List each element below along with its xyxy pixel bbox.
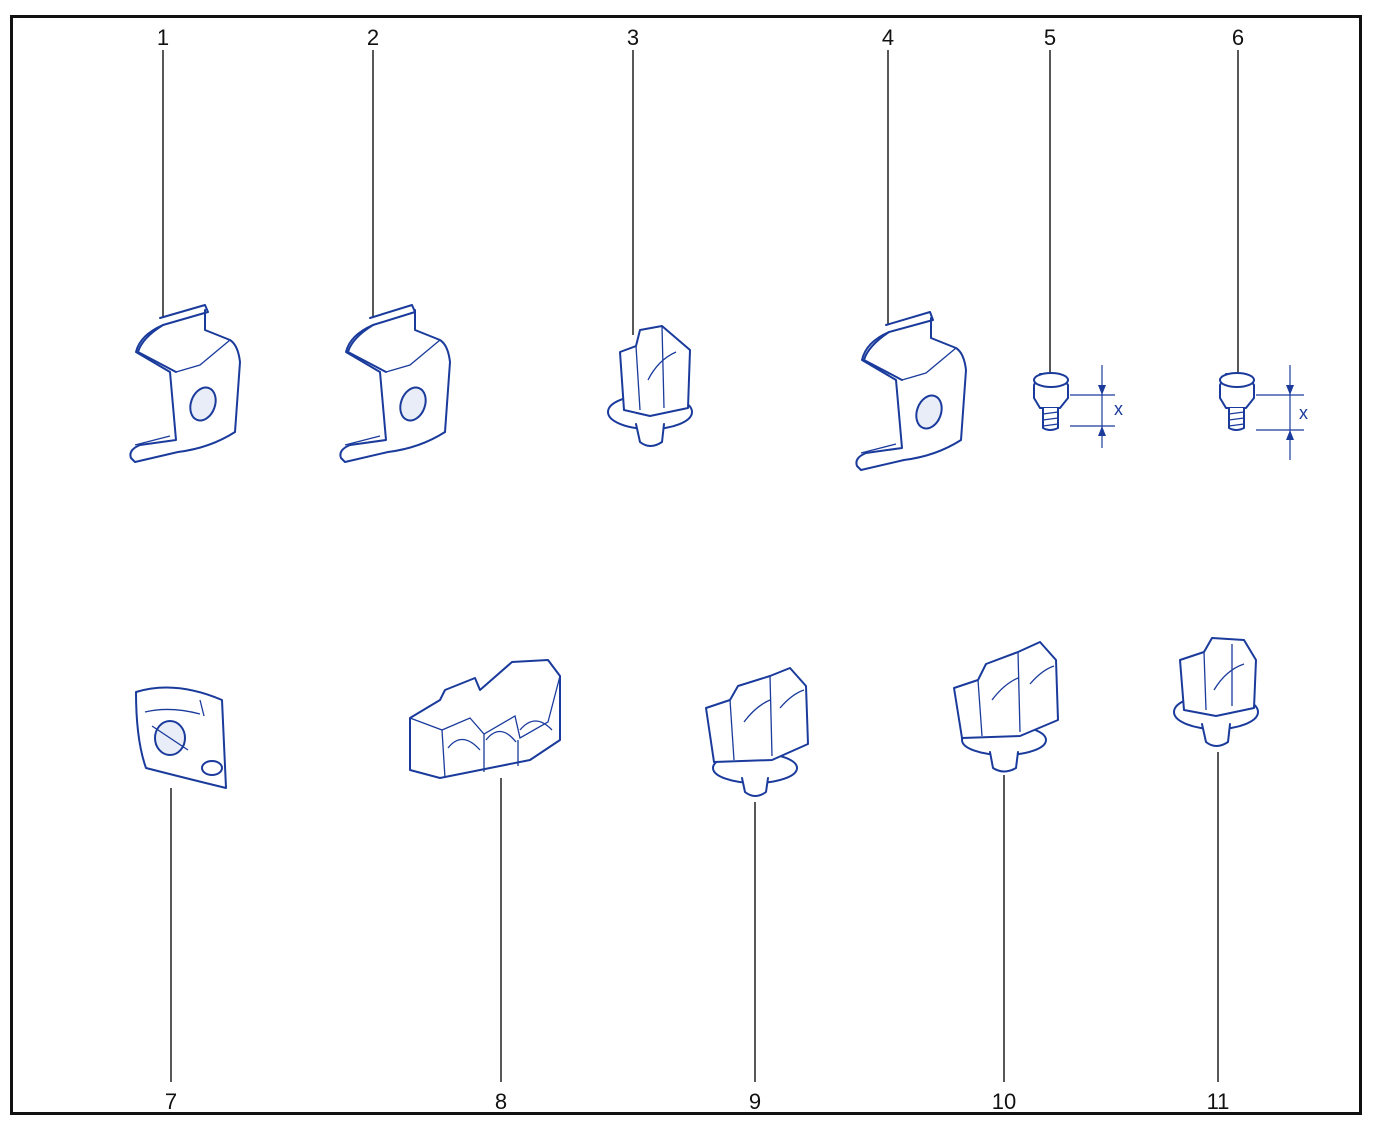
part-6-bolt: x bbox=[1219, 365, 1308, 460]
part-11-push-clip bbox=[1173, 637, 1259, 747]
part-9-double-clip bbox=[705, 667, 809, 797]
part-5-bolt: x bbox=[1033, 365, 1123, 448]
callout-6: 6 bbox=[1231, 25, 1245, 50]
callout-1: 1 bbox=[156, 25, 170, 50]
callout-2: 2 bbox=[366, 25, 380, 50]
callout-9: 9 bbox=[748, 1089, 762, 1114]
part-4-clip bbox=[855, 311, 967, 471]
callout-5: 5 bbox=[1043, 25, 1057, 50]
part-2-clip bbox=[339, 304, 451, 463]
leader-lines bbox=[162, 50, 1239, 1082]
part-10-double-clip bbox=[953, 641, 1059, 773]
part-7-spring-clip bbox=[135, 686, 227, 789]
dimension-label-5: x bbox=[1114, 399, 1123, 419]
callout-11: 11 bbox=[1206, 1089, 1230, 1114]
callout-3: 3 bbox=[626, 25, 640, 50]
callout-10: 10 bbox=[991, 1089, 1017, 1114]
diagram-frame bbox=[10, 15, 1362, 1115]
callout-8: 8 bbox=[494, 1089, 508, 1114]
callout-4: 4 bbox=[881, 25, 895, 50]
part-8-pipe-holder bbox=[409, 659, 561, 779]
part-3-push-clip bbox=[607, 325, 693, 447]
part-1-clip bbox=[129, 304, 241, 463]
dimension-label-6: x bbox=[1299, 403, 1308, 423]
callout-7: 7 bbox=[164, 1089, 178, 1114]
